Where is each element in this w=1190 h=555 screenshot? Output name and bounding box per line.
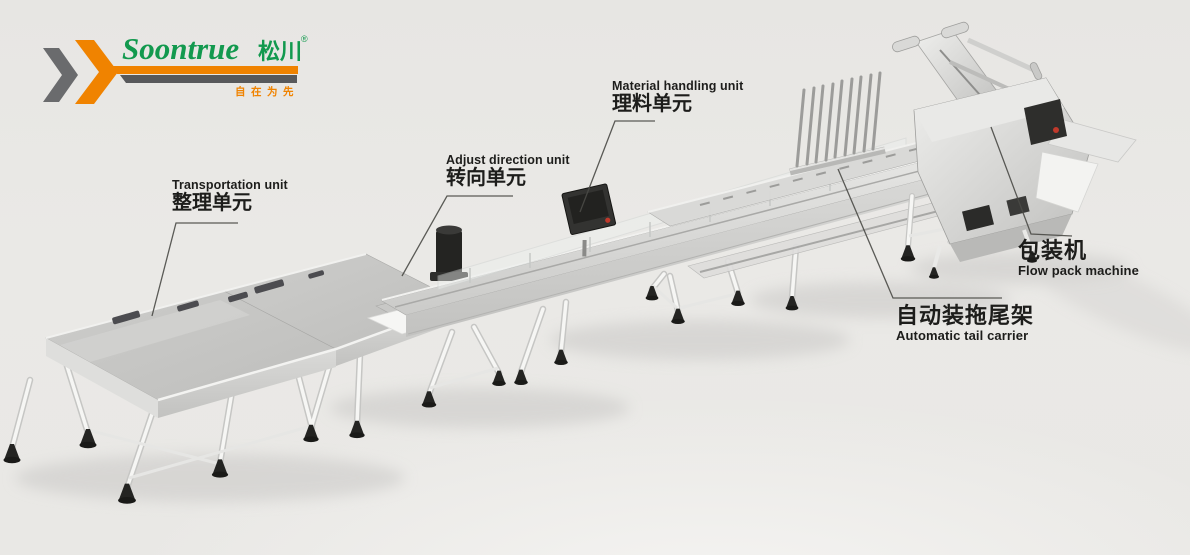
- table-clamp-handles: [112, 270, 325, 325]
- label-transportation-unit: Transportation unit 整理单元: [172, 178, 288, 214]
- logo-chevron-orange-icon: [75, 40, 118, 104]
- label-transportation-en: Transportation unit: [172, 178, 288, 192]
- leader-lines: [151, 120, 1073, 317]
- reel-cylinder: [430, 225, 468, 281]
- flow-pack-machine: [892, 21, 1137, 279]
- monitor-power-light: [605, 217, 611, 223]
- logo-stripe-orange: [111, 66, 298, 74]
- label-material-handling-unit: Material handling unit 理料单元: [612, 79, 743, 115]
- stop-button: [1053, 127, 1059, 133]
- label-transportation-cn: 整理单元: [172, 192, 252, 214]
- transportation-unit: [45, 253, 463, 418]
- logo-brand-en: Soontrue: [122, 31, 239, 66]
- logo-brand-cn: 松川: [258, 39, 302, 64]
- label-adjust-direction-en: Adjust direction unit: [446, 153, 570, 167]
- label-material-handling-en: Material handling unit: [612, 79, 744, 93]
- label-adjust-direction-unit: Adjust direction unit 转向单元: [446, 153, 570, 189]
- leader-line-flow-pack: [990, 126, 1073, 237]
- leader-line-material-handling: [579, 120, 655, 213]
- label-flow-pack-en: Flow pack machine: [1018, 262, 1139, 278]
- label-adjust-direction-cn: 转向单元: [446, 167, 526, 189]
- logo-stripe-gray: [120, 75, 297, 83]
- label-material-handling-cn: 理料单元: [612, 93, 692, 115]
- logo-tagline: 自在为先: [235, 85, 299, 98]
- logo-chevron-gray-icon: [43, 48, 78, 102]
- separator-pins: [795, 71, 882, 168]
- label-flow-pack-cn: 包装机: [1018, 238, 1088, 263]
- control-monitor: [561, 183, 617, 257]
- label-flow-pack-machine: 包装机 Flow pack machine: [1018, 238, 1139, 278]
- discharge-chute: [1035, 151, 1099, 213]
- leader-line-transportation: [151, 222, 238, 317]
- machine-legs: [3, 243, 800, 504]
- label-tail-carrier-en: Automatic tail carrier: [896, 327, 1029, 343]
- leader-line-adjust-direction: [401, 195, 513, 277]
- floor-shadow: [15, 247, 1190, 502]
- hmi-panel: [1024, 99, 1067, 145]
- label-automatic-tail-carrier: 自动装拖尾架 Automatic tail carrier: [896, 303, 1035, 343]
- label-tail-carrier-cn: 自动装拖尾架: [896, 303, 1035, 328]
- soontrue-logo: Soontrue 松川 ® 自在为先: [43, 31, 308, 104]
- logo-registered-mark: ®: [301, 34, 308, 44]
- leader-line-tail-carrier: [837, 168, 1002, 299]
